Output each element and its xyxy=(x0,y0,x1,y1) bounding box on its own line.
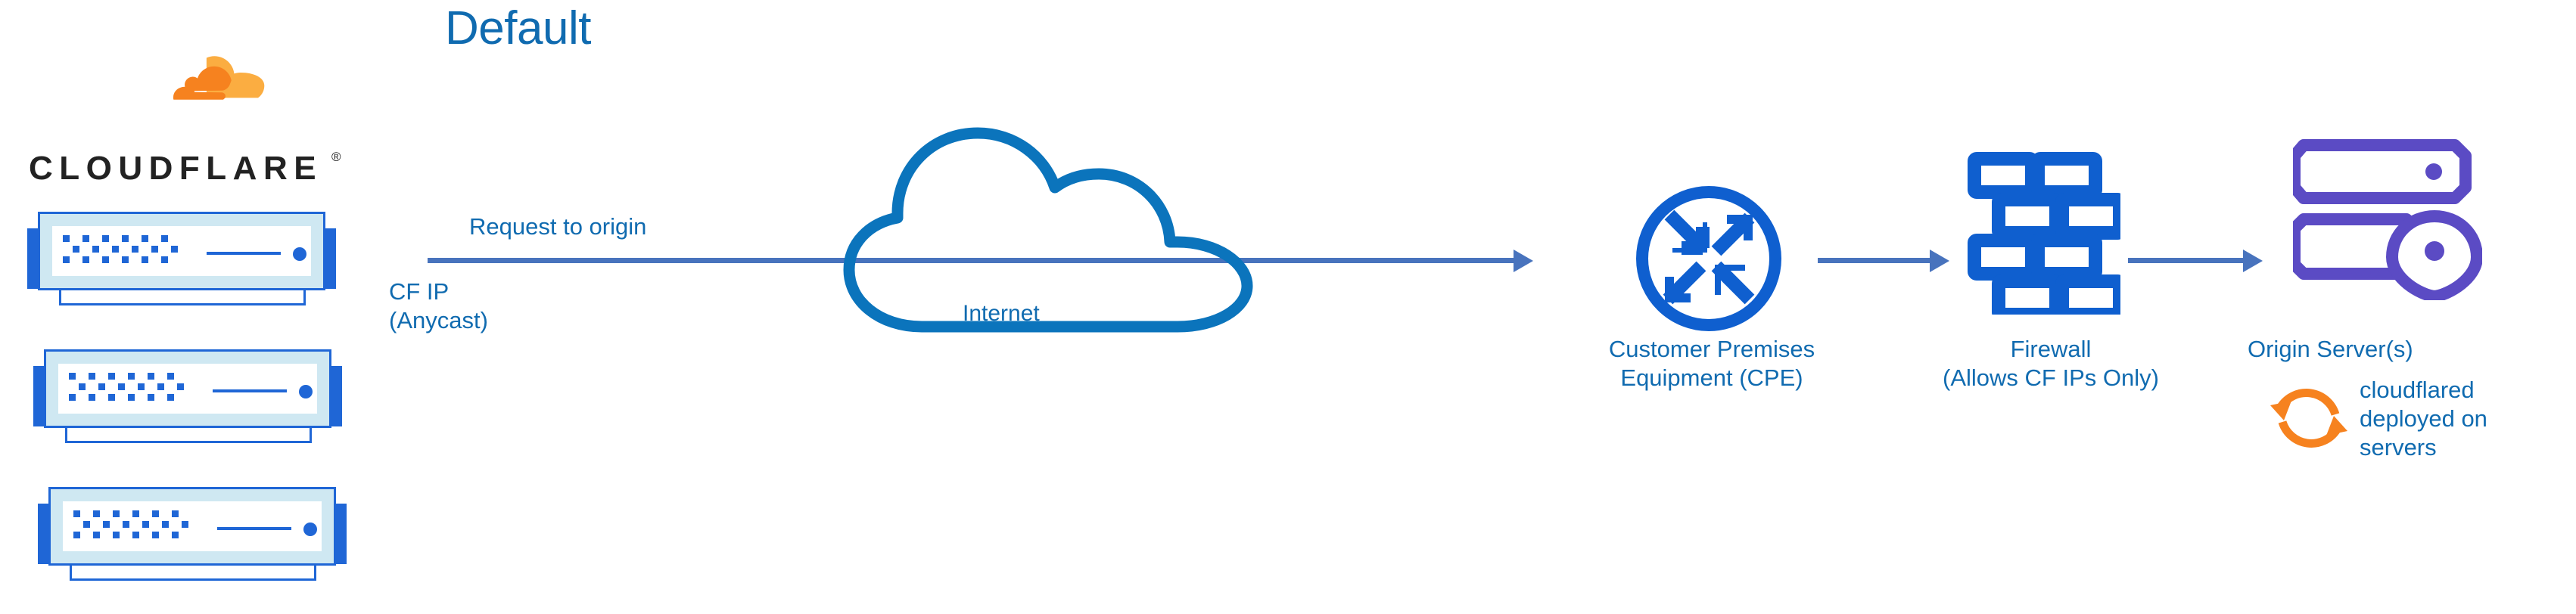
rack-status-led xyxy=(293,247,306,261)
sync-arrows-icon xyxy=(2270,389,2347,448)
flow-arrow-firewall-origin-line xyxy=(2128,258,2246,263)
rack-status-line xyxy=(207,252,281,255)
rack-base-shelf xyxy=(65,428,312,443)
rack-chassis xyxy=(44,349,331,428)
rack-status-led xyxy=(299,385,313,398)
flow-arrow-firewall-origin-head xyxy=(2243,250,2263,272)
flow-arrow-origin-request-line xyxy=(428,258,1517,263)
cloudflared-line3: servers xyxy=(2360,434,2437,460)
node-label-cpe: Customer Premises Equipment (CPE) xyxy=(1553,335,1871,392)
firewall-label-line2: (Allows CF IPs Only) xyxy=(1943,364,2159,391)
cloudflare-cloud-logo-icon xyxy=(173,56,265,100)
registered-trademark-mark: ® xyxy=(331,150,341,164)
rack-status-line xyxy=(213,389,287,392)
rack-status-line xyxy=(217,527,291,530)
cloudflare-logo: CLOUDFLARE ® xyxy=(29,56,362,189)
cloudflared-line2: deployed on xyxy=(2360,405,2487,432)
rack-front-panel xyxy=(63,501,322,551)
server-rack xyxy=(38,487,347,584)
edge-sublabel-line1: CF IP xyxy=(389,278,450,305)
cloudflare-wordmark: CLOUDFLARE xyxy=(29,150,323,187)
router-icon xyxy=(1636,186,1781,331)
cloudflared-line1: cloudflared xyxy=(2360,377,2475,403)
cpe-label-line2: Equipment (CPE) xyxy=(1620,364,1803,391)
server-rack xyxy=(33,349,342,446)
rack-chassis xyxy=(38,212,325,290)
rack-front-panel xyxy=(52,226,311,276)
flow-arrow-origin-request-head xyxy=(1514,250,1533,272)
node-label-firewall: Firewall (Allows CF IPs Only) xyxy=(1899,335,2202,392)
edge-sublabel-line2: (Anycast) xyxy=(389,307,488,333)
edge-sublabel-cf-ip: CF IP (Anycast) xyxy=(389,278,488,335)
node-label-internet: Internet xyxy=(963,301,1040,326)
server-rack xyxy=(27,212,336,309)
rack-base-shelf xyxy=(70,566,316,581)
annotation-cloudflared: cloudflared deployed on servers xyxy=(2360,376,2487,462)
server-location-pin-icon xyxy=(2293,139,2482,300)
edge-label-request-to-origin: Request to origin xyxy=(469,213,647,240)
rack-status-led xyxy=(303,523,317,536)
flow-arrow-cpe-firewall-line xyxy=(1818,258,1933,263)
cpe-label-line1: Customer Premises xyxy=(1608,336,1815,362)
node-label-origin-server: Origin Server(s) xyxy=(2248,336,2413,362)
rack-chassis xyxy=(48,487,336,566)
firewall-label-line1: Firewall xyxy=(2010,336,2092,362)
cloud-icon xyxy=(843,127,1253,333)
flow-arrow-cpe-firewall-head xyxy=(1930,250,1949,272)
rack-front-panel xyxy=(58,364,317,414)
brick-wall-icon xyxy=(1968,152,2120,315)
rack-base-shelf xyxy=(59,290,306,305)
page-title: Default xyxy=(445,2,591,54)
